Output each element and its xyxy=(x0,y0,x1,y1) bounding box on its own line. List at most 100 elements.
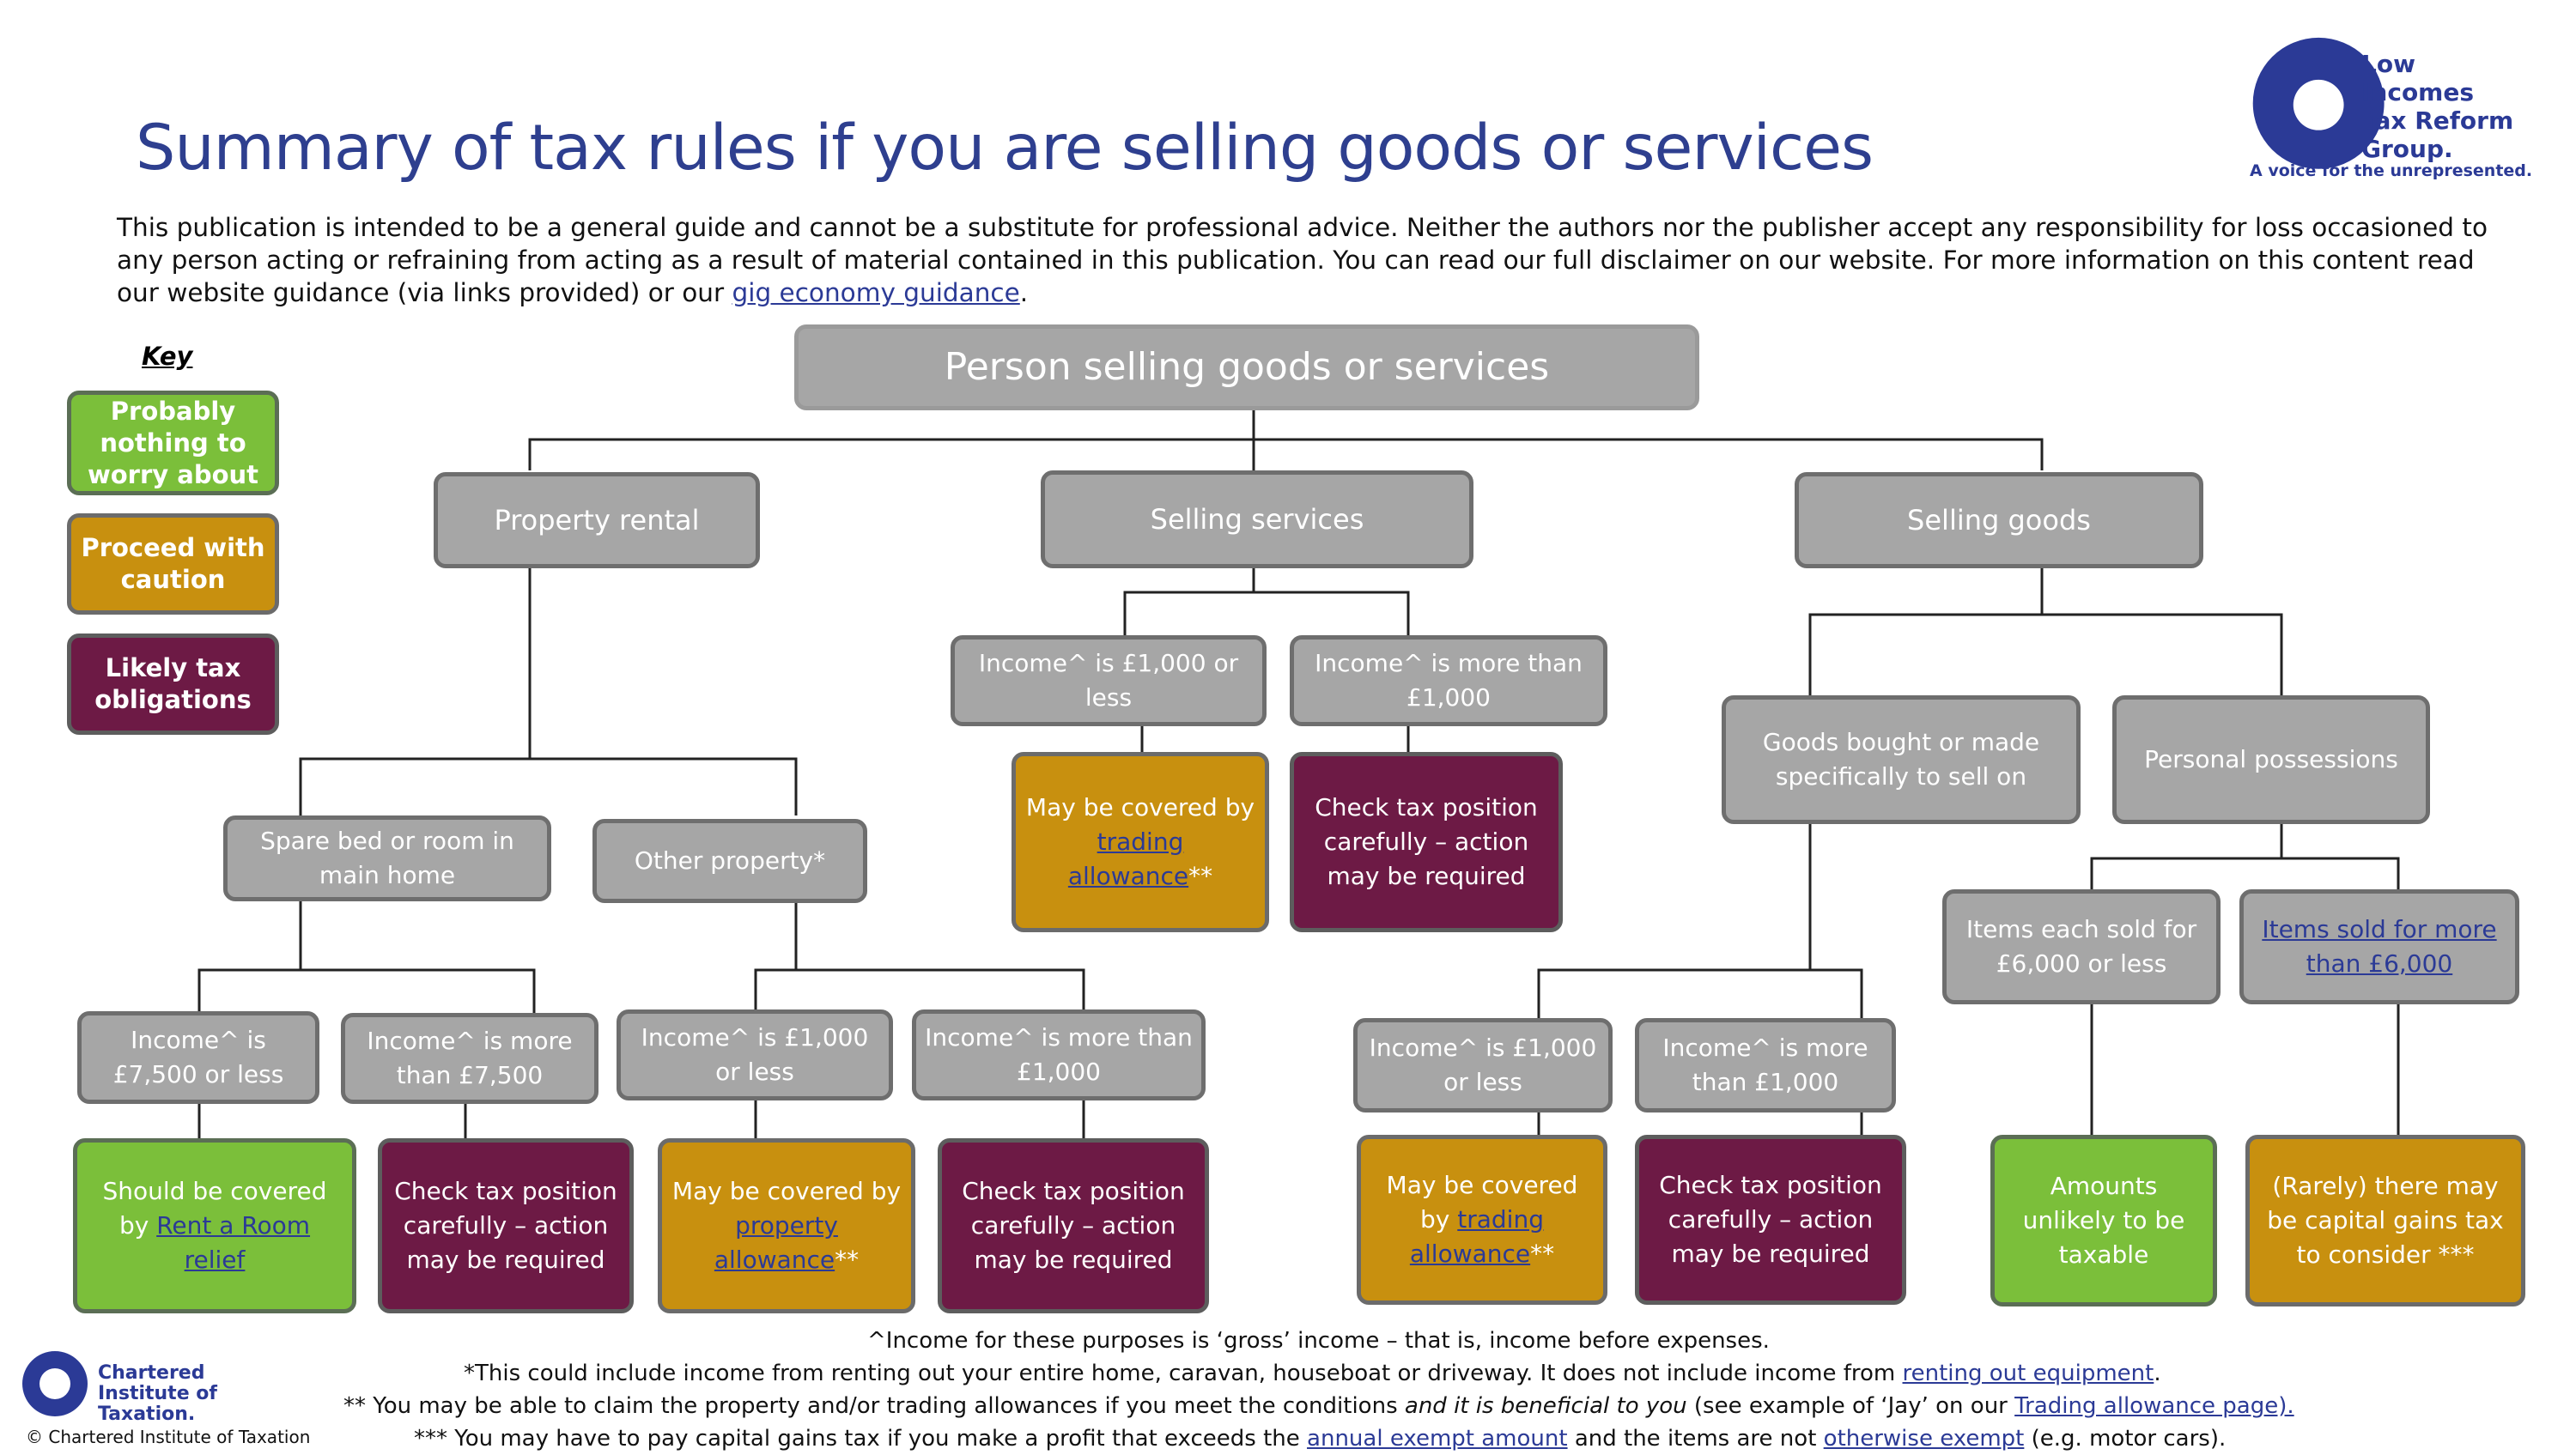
litrg-ring-icon xyxy=(2252,37,2385,169)
rent-a-room-relief-link[interactable]: Rent a Room relief xyxy=(156,1211,311,1274)
trading-allowance-link-services[interactable]: trading allowance xyxy=(1067,828,1189,890)
services-low-outcome-mark: ** xyxy=(1188,862,1213,890)
goods-income-low-node: Income^ is £1,000 or less xyxy=(1353,1018,1613,1112)
services-low-outcome: May be covered by trading allowance** xyxy=(1012,752,1269,932)
annual-exempt-amount-link[interactable]: annual exempt amount xyxy=(1307,1426,1568,1452)
litrg-name-line1: Low Incomes xyxy=(2361,50,2475,106)
key-plum: Likely tax obligations xyxy=(67,634,279,735)
goods-low-outcome-mark: ** xyxy=(1530,1240,1555,1268)
footnote-allowances-b: and it is beneficial to you xyxy=(1404,1393,1687,1419)
spare-bed-node: Spare bed or room in main home xyxy=(223,815,551,901)
possessions-high-node: Items sold for more than £6,000 xyxy=(2239,889,2519,1004)
other-property-income-high-label: Income^ is more than £1,000 xyxy=(925,1023,1193,1086)
possessions-high-outcome-text: (Rarely) there may be capital gains tax … xyxy=(2267,1172,2504,1269)
footnote-cgt: *** You may have to pay capital gains ta… xyxy=(414,1422,2226,1455)
other-property-low-outcome-text: May be covered by xyxy=(671,1177,902,1205)
other-property-node: Other property* xyxy=(592,819,867,903)
goods-income-low-label: Income^ is £1,000 or less xyxy=(1369,1034,1597,1096)
trading-allowance-link-goods[interactable]: trading allowance xyxy=(1409,1205,1544,1268)
rent-room-income-high-node: Income^ is more than £7,500 xyxy=(341,1013,598,1104)
key-green: Probably nothing to worry about xyxy=(67,391,279,495)
key-plum-label: Likely tax obligations xyxy=(94,653,252,714)
spare-bed-label: Spare bed or room in main home xyxy=(260,827,514,889)
other-property-income-low-label: Income^ is £1,000 or less xyxy=(641,1023,869,1086)
services-income-high-label: Income^ is more than £1,000 xyxy=(1315,649,1583,712)
goods-income-high-node: Income^ is more than £1,000 xyxy=(1635,1018,1896,1112)
rent-room-income-low-label: Income^ is £7,500 or less xyxy=(112,1026,284,1088)
disclaimer-text: This publication is intended to be a gen… xyxy=(117,213,2488,307)
goods-low-outcome: May be covered by trading allowance** xyxy=(1357,1135,1607,1305)
possessions-low-outcome: Amounts unlikely to be taxable xyxy=(1990,1135,2217,1306)
gig-economy-guidance-link[interactable]: gig economy guidance xyxy=(732,278,1020,307)
possessions-low-outcome-text: Amounts unlikely to be taxable xyxy=(2022,1172,2185,1269)
page-title: Summary of tax rules if you are selling … xyxy=(136,112,1874,185)
goods-income-high-label: Income^ is more than £1,000 xyxy=(1662,1034,1868,1096)
services-high-outcome: Check tax position carefully – action ma… xyxy=(1290,752,1563,932)
other-property-low-outcome-mark: ** xyxy=(835,1246,860,1274)
key-amber: Proceed with caution xyxy=(67,513,279,615)
rent-room-income-low-node: Income^ is £7,500 or less xyxy=(77,1011,319,1104)
goods-low-outcome-text: May be covered by xyxy=(1386,1171,1578,1234)
items-sold-over-6000-link[interactable]: Items sold for more than £6,000 xyxy=(2262,915,2497,978)
key-green-label: Probably nothing to worry about xyxy=(87,396,259,489)
litrg-name-line2: Tax Reform xyxy=(2361,106,2514,135)
property-rental-node: Property rental xyxy=(434,472,760,568)
key-amber-label: Proceed with caution xyxy=(81,533,265,594)
litrg-tagline: A voice for the unrepresented. xyxy=(2250,161,2533,180)
services-income-low-label: Income^ is £1,000 or less xyxy=(978,649,1239,712)
services-income-low-node: Income^ is £1,000 or less xyxy=(951,635,1267,726)
rent-room-income-high-label: Income^ is more than £7,500 xyxy=(367,1027,573,1089)
renting-out-equipment-link[interactable]: renting out equipment xyxy=(1902,1361,2154,1386)
goods-bought-node: Goods bought or made specifically to sel… xyxy=(1722,695,2081,824)
personal-possessions-label: Personal possessions xyxy=(2144,745,2398,773)
trading-allowance-page-link[interactable]: Trading allowance page). xyxy=(2014,1393,2294,1419)
footnote-cgt-a: *** You may have to pay capital gains ta… xyxy=(414,1426,1300,1452)
other-property-label: Other property* xyxy=(634,846,826,875)
ciot-name-line2: Institute of xyxy=(98,1383,217,1404)
possessions-low-node: Items each sold for £6,000 or less xyxy=(1942,889,2221,1004)
root-label: Person selling goods or services xyxy=(944,345,1550,389)
goods-high-outcome-text: Check tax position carefully – action ma… xyxy=(1659,1171,1882,1268)
rent-room-high-outcome: Check tax position carefully – action ma… xyxy=(378,1138,634,1313)
footnote-property-text: *This could include income from renting … xyxy=(464,1361,1896,1386)
footnote-cgt-b: and the items are not xyxy=(1574,1426,1817,1452)
other-property-income-low-node: Income^ is £1,000 or less xyxy=(617,1009,893,1100)
selling-services-label: Selling services xyxy=(1150,503,1364,536)
footnote-allowances-a: ** You may be able to claim the property… xyxy=(343,1393,1398,1419)
ciot-name-line3: Taxation. xyxy=(98,1403,196,1425)
services-income-high-node: Income^ is more than £1,000 xyxy=(1290,635,1607,726)
litrg-logo: Low Incomes Tax Reform Group. A voice fo… xyxy=(2250,33,2533,187)
footnote-allowances-c: (see example of ‘Jay’ on our xyxy=(1693,1393,2008,1419)
selling-services-node: Selling services xyxy=(1041,470,1473,568)
services-high-outcome-text: Check tax position carefully – action ma… xyxy=(1315,793,1538,890)
goods-high-outcome: Check tax position carefully – action ma… xyxy=(1635,1135,1906,1305)
ciot-copyright: © Chartered Institute of Taxation xyxy=(26,1427,311,1447)
goods-bought-label: Goods bought or made specifically to sel… xyxy=(1762,728,2040,791)
other-property-low-outcome: May be covered by property allowance** xyxy=(658,1138,915,1313)
ciot-ring-icon xyxy=(22,1351,88,1416)
key-title: Key xyxy=(142,342,193,371)
ciot-logo: Chartered Institute of Taxation. © Chart… xyxy=(19,1346,328,1449)
other-property-high-outcome-text: Check tax position carefully – action ma… xyxy=(962,1177,1185,1274)
property-rental-label: Property rental xyxy=(494,504,700,537)
property-allowance-link[interactable]: property allowance xyxy=(714,1211,838,1274)
footnote-income: ^Income for these purposes is ‘gross’ in… xyxy=(867,1328,1770,1354)
footnote-allowances: ** You may be able to claim the property… xyxy=(343,1390,2294,1422)
litrg-name-line3: Group. xyxy=(2361,135,2453,163)
rent-room-low-outcome: Should be covered by Rent a Room relief xyxy=(73,1138,356,1313)
rent-room-high-outcome-text: Check tax position carefully – action ma… xyxy=(394,1177,617,1274)
otherwise-exempt-link[interactable]: otherwise exempt xyxy=(1823,1426,2025,1452)
other-property-income-high-node: Income^ is more than £1,000 xyxy=(912,1009,1206,1100)
other-property-high-outcome: Check tax position carefully – action ma… xyxy=(938,1138,1209,1313)
personal-possessions-node: Personal possessions xyxy=(2112,695,2430,824)
disclaimer: This publication is intended to be a gen… xyxy=(117,211,2512,309)
services-low-outcome-text: May be covered by xyxy=(1025,793,1255,821)
selling-goods-label: Selling goods xyxy=(1907,504,2091,537)
footnote-property-end: . xyxy=(2154,1361,2161,1386)
possessions-low-label: Items each sold for £6,000 or less xyxy=(1965,915,2197,978)
root-node: Person selling goods or services xyxy=(794,324,1699,410)
rent-room-low-outcome-text: Should be covered by xyxy=(102,1177,327,1240)
selling-goods-node: Selling goods xyxy=(1795,472,2203,568)
footnote-cgt-c: (e.g. motor cars). xyxy=(2031,1426,2227,1452)
